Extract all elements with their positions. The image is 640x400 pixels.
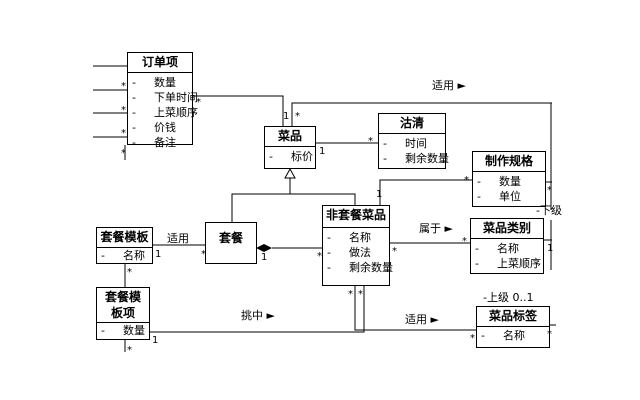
class-production-spec-title: 制作规格 — [473, 152, 545, 172]
multiplicity: 1 — [283, 111, 290, 122]
label-belongs: 属于 ► — [419, 222, 453, 235]
attr: 做法 — [349, 246, 371, 259]
class-production-spec[interactable]: 制作规格 -数量 -单位 — [472, 151, 546, 207]
attr: 数量 — [154, 76, 176, 89]
multiplicity: 1 — [376, 189, 383, 200]
label-applies-set: 适用 — [167, 232, 189, 245]
label-applies-tag: 适用 ► — [405, 313, 439, 326]
multiplicity: * — [295, 111, 300, 122]
class-dish-tag[interactable]: 菜品标签 -名称 — [476, 306, 550, 348]
multiplicity: * — [121, 148, 126, 159]
attr: 上菜顺序 — [497, 257, 541, 270]
multiplicity: * — [121, 105, 126, 116]
class-set-template[interactable]: 套餐模板 -名称 — [96, 227, 153, 264]
attr: 标价 — [291, 150, 313, 163]
attr: 数量 — [123, 324, 145, 337]
class-set-meal[interactable]: 套餐 — [205, 222, 257, 264]
attr: 上菜顺序 — [154, 106, 198, 119]
class-dish[interactable]: 菜品 -标价 — [264, 126, 316, 169]
multiplicity: 1 — [152, 335, 159, 346]
multiplicity: * — [464, 175, 469, 186]
multiplicity: * — [201, 249, 206, 260]
attr: 剩余数量 — [405, 152, 449, 165]
class-dish-category[interactable]: 菜品类别 -名称 -上菜顺序 — [470, 218, 544, 274]
class-order-item-title: 订单项 — [128, 53, 192, 73]
composition-diamond — [256, 244, 272, 252]
edge-nonset-tag — [354, 286, 476, 331]
class-set-template-item[interactable]: 套餐模板项 -数量 — [96, 287, 150, 340]
edge-pick — [150, 286, 365, 333]
class-dish-tag-title: 菜品标签 — [477, 307, 549, 327]
edge-nonset-spec — [379, 179, 472, 205]
multiplicity: * — [121, 128, 126, 139]
edge-order-dish — [192, 95, 284, 126]
class-non-set-dish-title: 非套餐菜品 — [323, 206, 389, 228]
multiplicity: * — [392, 246, 397, 257]
multiplicity: * — [358, 289, 363, 300]
multiplicity: * — [368, 136, 373, 147]
attr: 名称 — [349, 231, 371, 244]
attr: 数量 — [499, 175, 521, 188]
multiplicity: * — [348, 289, 353, 300]
attr: 备注 — [154, 136, 176, 149]
multiplicity: 1 — [547, 243, 554, 254]
multiplicity: * — [196, 97, 201, 108]
attr: 时间 — [405, 137, 427, 150]
attr: 剩余数量 — [349, 261, 393, 274]
multiplicity: * — [127, 267, 132, 278]
multiplicity: * — [462, 236, 467, 247]
multiplicity: * — [317, 251, 322, 262]
attr: 名称 — [123, 249, 145, 262]
attr: 名称 — [503, 329, 525, 342]
class-order-item[interactable]: 订单项 -数量 -下单时间 -上菜顺序 -价钱 -备注 — [127, 52, 198, 149]
generalization-arrow — [284, 167, 296, 179]
multiplicity: 1 — [261, 252, 268, 263]
class-cleaning[interactable]: 沽清 -时间 -剩余数量 — [378, 113, 449, 169]
multiplicity: * — [547, 185, 552, 196]
class-dish-title: 菜品 — [265, 127, 315, 147]
edge-generalization-branch — [231, 193, 356, 222]
multiplicity: * — [127, 345, 132, 356]
class-set-template-item-title: 套餐模板项 — [97, 288, 149, 323]
attr: 下单时间 — [154, 91, 198, 104]
multiplicity: 1 — [155, 249, 162, 260]
label-applies-top: 适用 ► — [432, 79, 466, 92]
edge-dish-applies — [291, 102, 552, 126]
class-cleaning-title: 沽清 — [379, 114, 445, 134]
class-dish-category-title: 菜品类别 — [471, 219, 543, 239]
attr: 单位 — [499, 190, 521, 203]
attr: 价钱 — [154, 121, 176, 134]
multiplicity: * — [121, 81, 126, 92]
multiplicity: 1 — [319, 146, 326, 157]
class-set-template-title: 套餐模板 — [97, 228, 152, 248]
class-non-set-dish[interactable]: 非套餐菜品 -名称 -做法 -剩余数量 — [322, 205, 393, 286]
label-superior: -上级 0..1 — [483, 291, 534, 304]
label-subordinate: -下级 — [536, 204, 562, 217]
label-pick: 挑中 ► — [241, 309, 275, 322]
multiplicity: * — [547, 329, 552, 340]
multiplicity: * — [470, 333, 475, 344]
attr: 名称 — [497, 242, 519, 255]
class-set-meal-title: 套餐 — [218, 231, 243, 245]
